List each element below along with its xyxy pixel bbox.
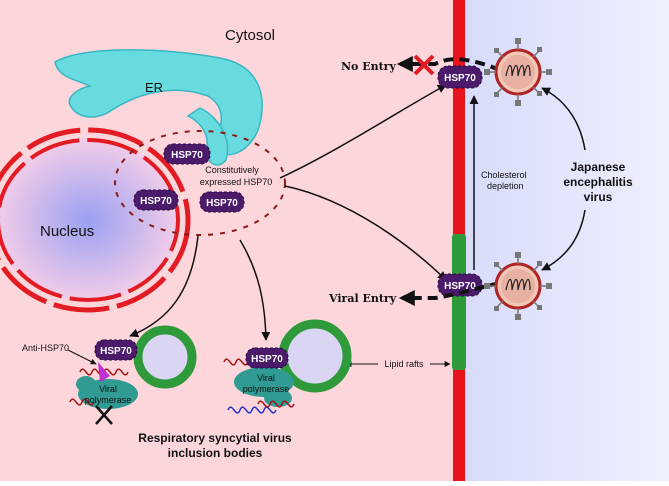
rsv-inclusion-body-left [133, 325, 197, 389]
rsv-viral-polymerase-right [223, 358, 295, 414]
cholesterol-label-2: depletion [487, 181, 524, 191]
constitutive-hsp70-label-1: Constitutively [205, 165, 259, 175]
er-label: ER [145, 80, 163, 95]
jev-label-3: virus [584, 190, 613, 204]
arrow-to-rsv-left [129, 235, 199, 338]
rsv-caption-1: Respiratory syncytial virus [138, 431, 292, 445]
jev-virion-top [484, 38, 552, 106]
anti-hsp70-pointer [67, 349, 97, 365]
svg-text:HSP70: HSP70 [444, 73, 476, 84]
no-entry-dashed-arrow [396, 56, 501, 72]
svg-text:HSP70: HSP70 [251, 354, 283, 365]
arrow-to-viral-entry [284, 185, 447, 281]
rsv-caption-2: inclusion bodies [168, 446, 263, 460]
nucleus-label: Nucleus [40, 223, 94, 240]
constitutive-hsp70-label-2: expressed HSP70 [200, 177, 273, 187]
hsp70-badge-nuclear-left: HSP70 [133, 189, 179, 211]
rsv-viral-polymerase-left [69, 368, 138, 409]
blocked-x-icon [413, 54, 435, 76]
arrow-to-no-entry [279, 84, 447, 179]
svg-text:HSP70: HSP70 [100, 346, 132, 357]
jev-label-1: Japanese [571, 160, 626, 174]
jev-virion-bottom [484, 252, 552, 320]
hsp70-badge-membrane-bottom: HSP70 [437, 273, 483, 297]
hsp70-badge-rsv-right: HSP70 [245, 347, 289, 369]
svg-text:HSP70: HSP70 [171, 150, 203, 161]
viral-polymerase-left-1: Viral [99, 384, 117, 394]
anti-hsp70-label: Anti-HSP70 [22, 343, 69, 353]
nucleus [0, 127, 191, 313]
lipid-raft [452, 234, 466, 370]
lipid-rafts-label: Lipid rafts [384, 359, 424, 369]
hsp70-badge-nuclear-top: HSP70 [163, 143, 211, 165]
jev-arrow-down [541, 209, 586, 271]
svg-text:HSP70: HSP70 [140, 196, 172, 207]
blocked-x-icon-rsv [95, 405, 113, 425]
viral-polymerase-right-2: polymerase [243, 384, 290, 394]
svg-text:HSP70: HSP70 [206, 198, 238, 209]
viral-polymerase-left-2: polymerase [85, 395, 132, 405]
hsp70-badge-membrane-top: HSP70 [437, 65, 483, 89]
hsp70-cluster-boundary [114, 130, 286, 236]
anti-hsp70-antibody [98, 362, 110, 382]
cholesterol-label-1: Cholesterol [481, 170, 527, 180]
extracellular-region [460, 0, 669, 481]
no-entry-label: No Entry [341, 60, 396, 73]
arrow-to-rsv-right [239, 239, 271, 341]
endoplasmic-reticulum [54, 49, 263, 166]
jev-label-2: encephalitis [563, 175, 633, 189]
hsp70-badge-rsv-left: HSP70 [94, 339, 138, 361]
viral-polymerase-right-1: Viral [257, 373, 275, 383]
jev-arrow-up [541, 87, 586, 151]
hsp70-badge-nuclear-right: HSP70 [199, 191, 245, 213]
viral-entry-label: Viral Entry [328, 292, 397, 305]
cytosol-label: Cytosol [225, 27, 275, 44]
svg-text:HSP70: HSP70 [444, 281, 476, 292]
